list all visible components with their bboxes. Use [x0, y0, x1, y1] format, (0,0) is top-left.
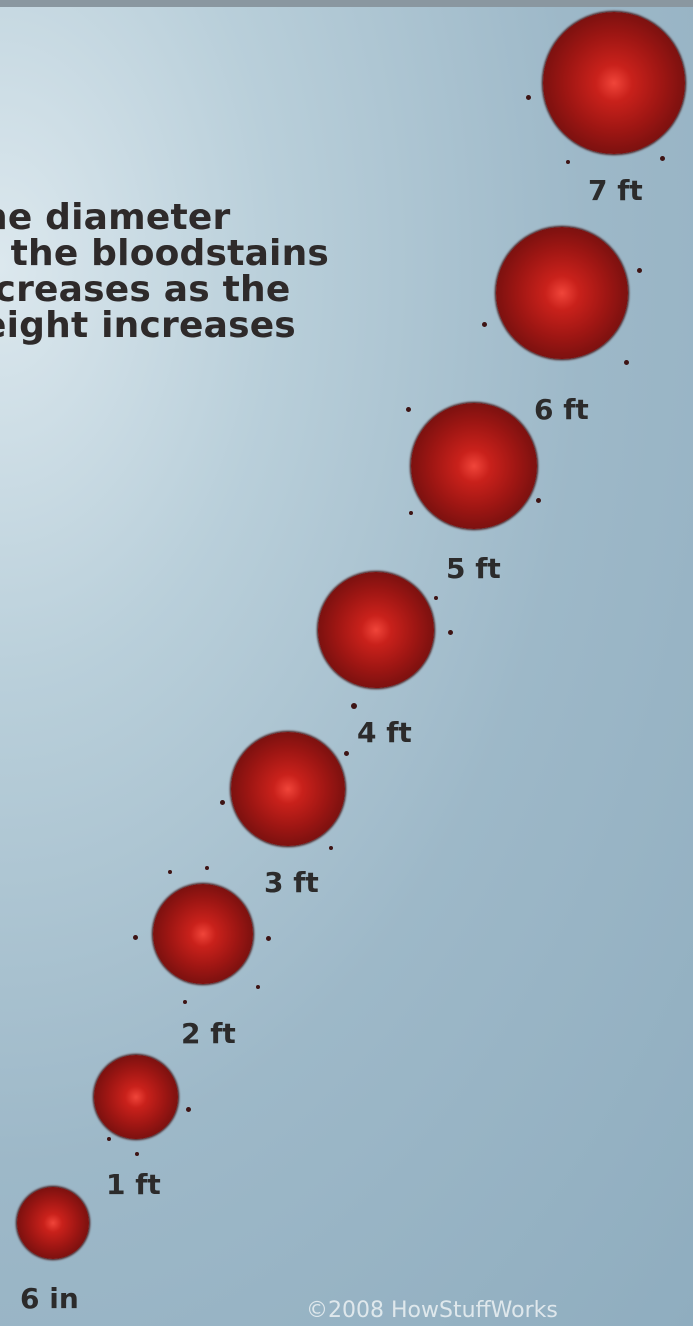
spatter-speck: [409, 511, 413, 515]
spatter-speck: [205, 866, 209, 870]
spatter-speck: [660, 156, 665, 161]
spatter-speck: [329, 846, 333, 850]
spatter-speck: [107, 1137, 111, 1141]
height-label-4ft: 4 ft: [357, 716, 412, 749]
height-label-6ft: 6 ft: [534, 393, 589, 426]
spatter-speck: [135, 1152, 139, 1156]
spatter-speck: [183, 1000, 187, 1004]
spatter-speck: [482, 322, 487, 327]
spatter-speck: [344, 751, 349, 756]
bloodstain-1ft: [94, 1055, 178, 1139]
bloodstain-7ft: [543, 12, 685, 154]
spatter-speck: [624, 360, 629, 365]
spatter-speck: [637, 268, 642, 273]
bloodstain-6ft: [496, 227, 628, 359]
top-border: [0, 0, 693, 7]
bloodstain-5ft: [411, 403, 537, 529]
height-label-2ft: 2 ft: [181, 1017, 236, 1050]
caption-line-1: he diameter: [0, 197, 231, 238]
height-label-5ft: 5 ft: [446, 552, 501, 585]
caption-line-4: eight increases: [0, 305, 296, 346]
caption-text: he diameter f the bloodstains icreases a…: [0, 200, 402, 344]
caption-line-2: f the bloodstains: [0, 233, 330, 274]
spatter-speck: [220, 800, 225, 805]
spatter-speck: [186, 1107, 191, 1112]
spatter-speck: [526, 95, 531, 100]
bloodstain-3ft: [231, 732, 345, 846]
spatter-speck: [434, 596, 438, 600]
spatter-speck: [536, 498, 541, 503]
height-label-1ft: 1 ft: [106, 1168, 161, 1201]
bloodstain-2ft: [153, 884, 253, 984]
copyright-notice: ©2008 HowStuffWorks: [306, 1298, 558, 1323]
spatter-speck: [351, 703, 357, 709]
spatter-speck: [566, 160, 570, 164]
spatter-speck: [266, 936, 271, 941]
spatter-speck: [406, 407, 411, 412]
spatter-speck: [448, 630, 453, 635]
bloodstain-4ft: [318, 572, 434, 688]
spatter-speck: [133, 935, 138, 940]
bloodstain-6in: [17, 1187, 89, 1259]
caption-line-3: icreases as the: [0, 269, 291, 310]
spatter-speck: [168, 870, 172, 874]
height-label-3ft: 3 ft: [264, 866, 319, 899]
spatter-speck: [256, 985, 260, 989]
height-label-6in: 6 in: [20, 1282, 79, 1315]
height-label-7ft: 7 ft: [588, 174, 643, 207]
